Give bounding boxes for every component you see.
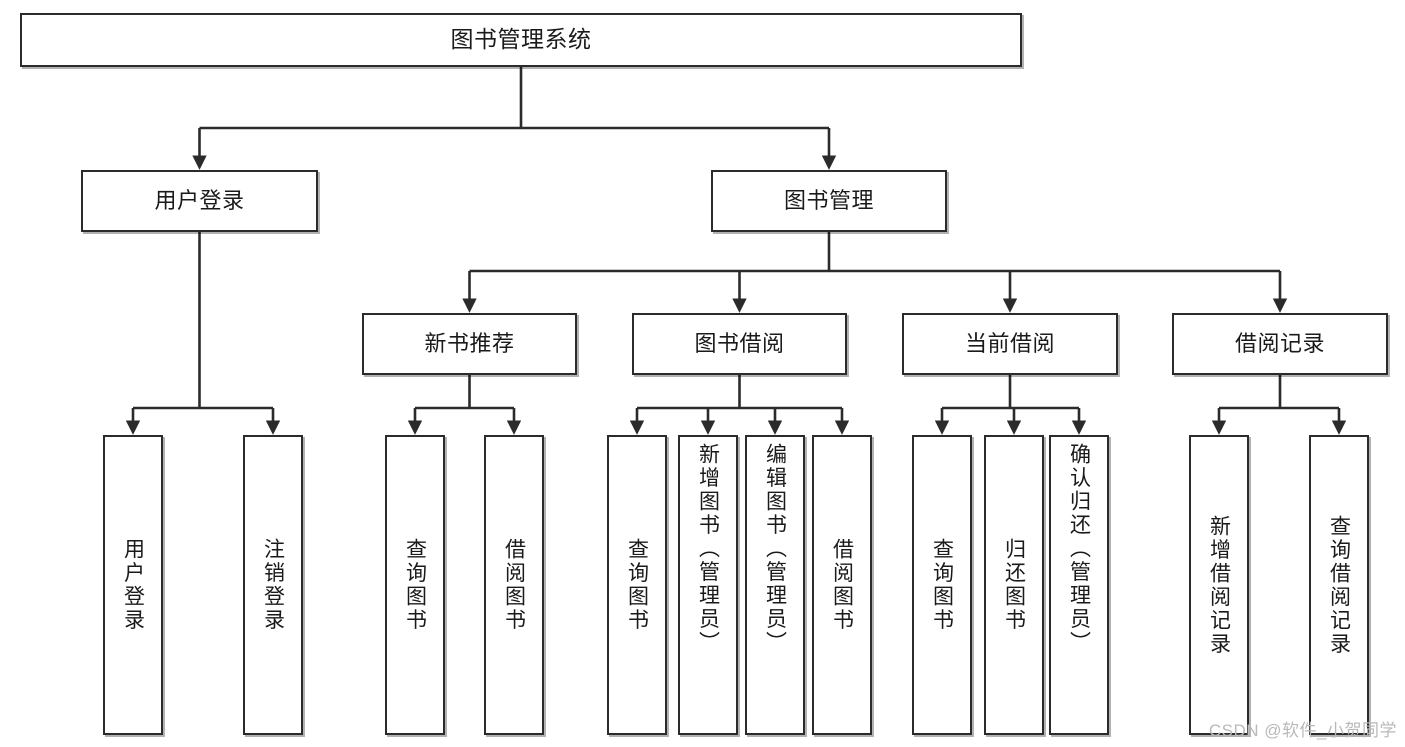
node-label: 借阅记录 <box>1234 330 1325 356</box>
node-label: 图书管理 <box>783 187 874 213</box>
node-label: 借阅图书 <box>502 538 526 632</box>
node-leaf-borrow-book-1[interactable]: 借阅图书 <box>484 435 544 735</box>
node-leaf-confirm-return[interactable]: 确认归还（管理员） <box>1049 435 1109 735</box>
node-label: 查询借阅记录 <box>1327 514 1351 656</box>
node-label: 确认归还（管理员） <box>1067 443 1091 655</box>
node-leaf-query-book-2[interactable]: 查询图书 <box>607 435 667 735</box>
node-label: 新增图书（管理员） <box>696 443 720 655</box>
node-label: 归还图书 <box>1002 538 1026 632</box>
node-label: 借阅图书 <box>830 538 854 632</box>
node-new-book-recommend[interactable]: 新书推荐 <box>362 313 577 375</box>
node-label: 当前借阅 <box>964 330 1055 356</box>
node-leaf-add-record[interactable]: 新增借阅记录 <box>1189 435 1249 735</box>
node-label: 用户登录 <box>121 538 145 632</box>
node-leaf-user-login[interactable]: 用户登录 <box>103 435 163 735</box>
node-label: 查询图书 <box>403 538 427 632</box>
node-label: 新增借阅记录 <box>1207 514 1231 656</box>
node-leaf-edit-book[interactable]: 编辑图书（管理员） <box>745 435 805 735</box>
node-leaf-query-record[interactable]: 查询借阅记录 <box>1309 435 1369 735</box>
node-leaf-borrow-book-2[interactable]: 借阅图书 <box>812 435 872 735</box>
node-label: 图书借阅 <box>694 330 785 356</box>
node-book-manage[interactable]: 图书管理 <box>711 170 947 232</box>
node-leaf-query-book-3[interactable]: 查询图书 <box>912 435 972 735</box>
node-current-borrow[interactable]: 当前借阅 <box>902 313 1118 375</box>
node-book-borrow[interactable]: 图书借阅 <box>632 313 847 375</box>
node-root[interactable]: 图书管理系统 <box>20 13 1022 67</box>
node-leaf-return-book[interactable]: 归还图书 <box>984 435 1044 735</box>
node-label: 查询图书 <box>625 538 649 632</box>
node-label: 新书推荐 <box>424 330 515 356</box>
node-label: 查询图书 <box>930 538 954 632</box>
node-label: 编辑图书（管理员） <box>763 443 787 655</box>
watermark-text: CSDN @软件_小贺同学 <box>1208 721 1397 740</box>
node-label: 用户登录 <box>154 187 245 213</box>
node-user-login[interactable]: 用户登录 <box>81 170 318 232</box>
node-leaf-query-book-1[interactable]: 查询图书 <box>385 435 445 735</box>
node-leaf-logout[interactable]: 注销登录 <box>243 435 303 735</box>
node-label: 注销登录 <box>261 538 285 632</box>
node-label: 图书管理系统 <box>450 26 592 53</box>
node-leaf-add-book[interactable]: 新增图书（管理员） <box>678 435 738 735</box>
node-borrow-record[interactable]: 借阅记录 <box>1172 313 1388 375</box>
